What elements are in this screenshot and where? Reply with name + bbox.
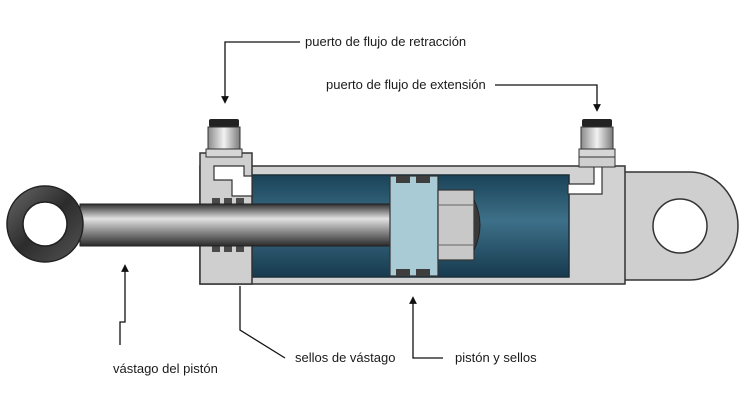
leader-retraction-port (221, 41, 300, 104)
label-retraction-port: puerto de flujo de retracción (305, 34, 467, 49)
extension-port-fitting (578, 119, 616, 168)
label-piston-and-seals: pistón y sellos (455, 350, 537, 365)
leader-extension-port (495, 84, 601, 112)
piston (389, 175, 481, 277)
rear-clevis-mount (619, 171, 739, 281)
leader-rod-seals (239, 286, 286, 359)
label-extension-port: puerto de flujo de extensión (326, 77, 486, 92)
rod-seals (212, 198, 244, 252)
rod-eye (6, 185, 84, 263)
piston-rod (79, 203, 393, 247)
leader-piston-rod (119, 264, 129, 345)
retraction-port-fitting (205, 119, 243, 158)
leader-piston-and-seals (409, 296, 443, 359)
label-rod-seals: sellos de vástago (295, 350, 396, 365)
label-piston-rod: vástago del pistón (113, 361, 218, 376)
